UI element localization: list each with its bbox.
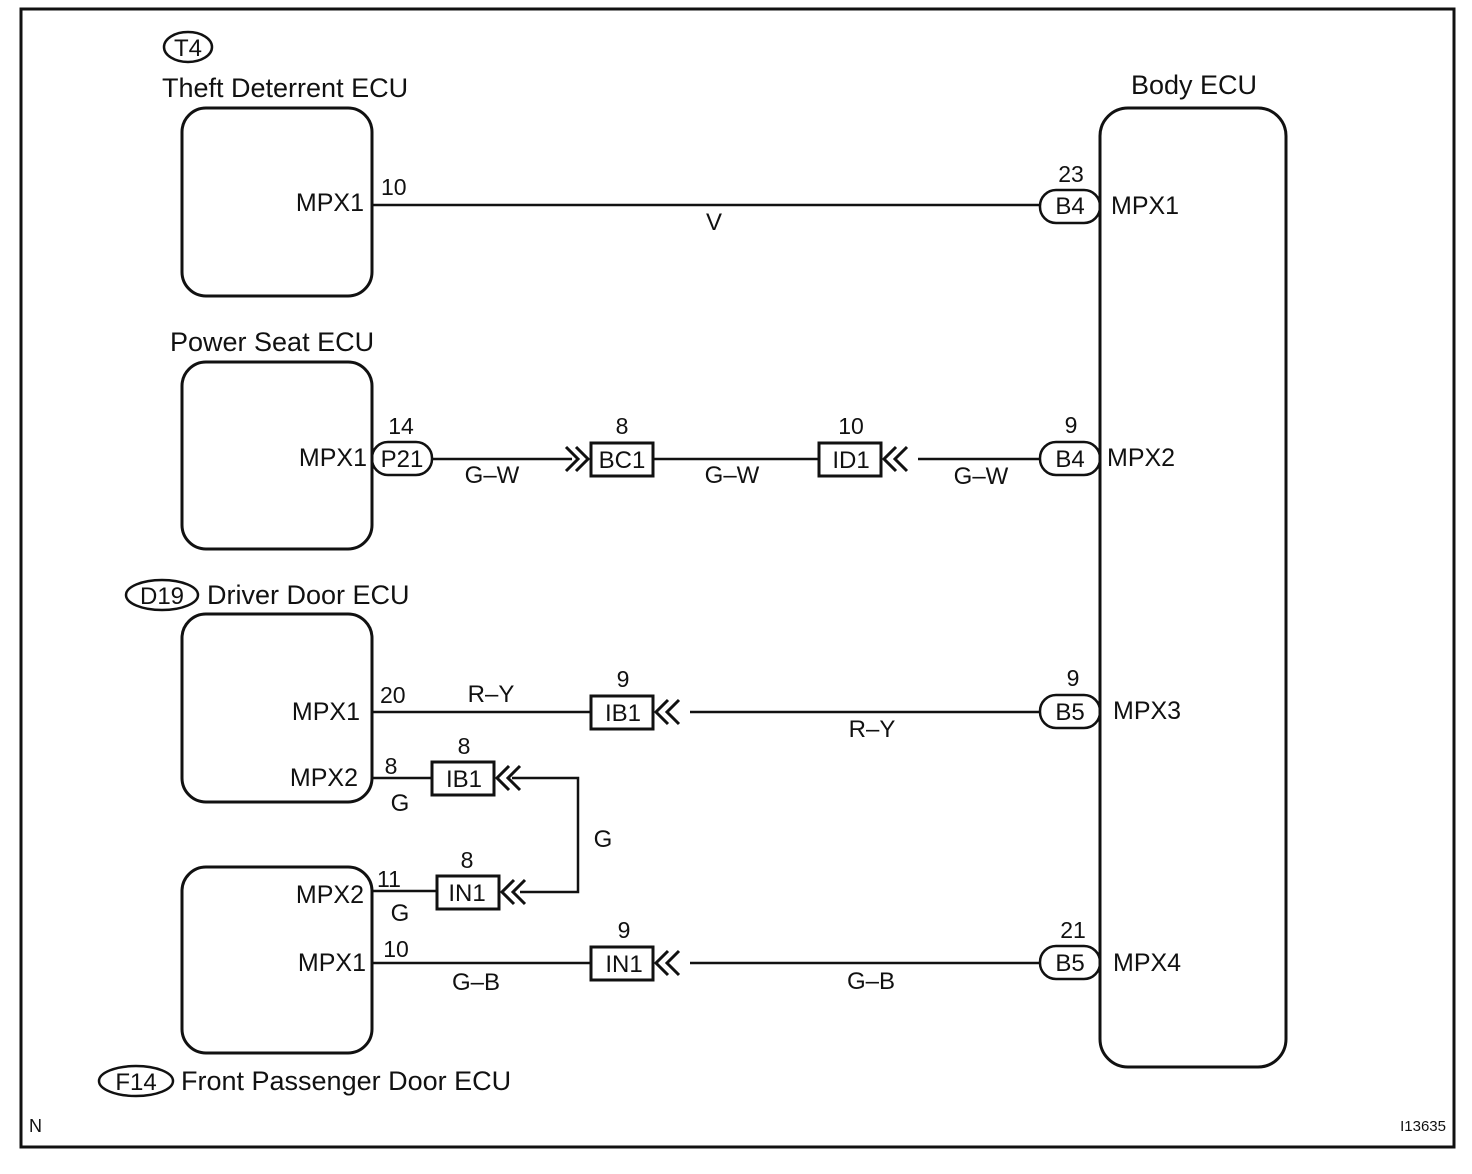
body-ecu-box (1098, 106, 1288, 1069)
figure-id: I13635 (1400, 1118, 1446, 1135)
front-passenger-door-ecu-box (180, 865, 374, 1055)
wire-ry-1-label: R–Y (468, 681, 515, 708)
junction-id1-box (817, 441, 883, 478)
junction-id1-num: 10 (838, 413, 864, 439)
connector-p21-label: P21 (381, 446, 424, 473)
junction-in1-b-box (589, 945, 655, 982)
wire-gb-1-label: G–B (452, 969, 500, 996)
passenger-pin1-num: 10 (383, 936, 409, 962)
theft-pin-mpx1: MPX1 (296, 189, 364, 217)
chevron-ib1-a-icon (653, 698, 681, 726)
wire-g-link-label: G (594, 826, 613, 853)
connector-b4-mpx2 (1038, 440, 1102, 477)
body-pin2-num: 9 (1065, 412, 1078, 438)
junction-in1-a-label: IN1 (448, 880, 485, 907)
body-pin1-num: 23 (1058, 161, 1084, 187)
body-connector-2-label: B4 (1055, 446, 1084, 473)
wire-gw-3-label: G–W (954, 463, 1009, 490)
driver-pin-mpx2: MPX2 (290, 764, 358, 792)
theft-pin-num: 10 (381, 174, 407, 200)
body-connector-3-label: B5 (1055, 699, 1084, 726)
junction-in1-a-box (435, 874, 501, 911)
wire-gb-2-label: G–B (847, 968, 895, 995)
junction-ib1-a-box (589, 694, 655, 731)
body-pin-mpx2: MPX2 (1107, 444, 1175, 472)
theft-deterrent-ecu-box (180, 106, 374, 298)
front-passenger-door-ecu-title: Front Passenger Door ECU (181, 1066, 511, 1096)
power-seat-ecu-title: Power Seat ECU (170, 327, 374, 357)
connector-b5-mpx4 (1038, 944, 1102, 981)
junction-in1-b-num: 9 (618, 917, 631, 943)
power-seat-pin-num: 14 (388, 413, 414, 439)
wire-g-link (512, 776, 580, 894)
junction-ib1-b-num: 8 (458, 733, 471, 759)
connector-code-f14-badge (97, 1064, 175, 1098)
junction-in1-b-label: IN1 (605, 951, 642, 978)
code-f14: F14 (115, 1069, 156, 1096)
body-pin4-num: 21 (1060, 917, 1086, 943)
passenger-pin2-num: 11 (377, 866, 401, 892)
code-d19: D19 (140, 583, 184, 610)
connector-code-t4-badge (162, 30, 214, 64)
junction-id1-label: ID1 (832, 447, 869, 474)
connector-code-d19-badge (124, 578, 200, 612)
wire-g-driver-label: G (391, 790, 410, 817)
junction-ib1-b-label: IB1 (446, 766, 482, 793)
theft-deterrent-ecu-title: Theft Deterrent ECU (162, 73, 408, 103)
connector-b4-mpx1 (1038, 188, 1102, 225)
driver-pin1-num: 20 (380, 682, 406, 708)
body-ecu-title: Body ECU (1131, 70, 1257, 100)
wire-ry-2-label: R–Y (849, 716, 896, 743)
passenger-pin-mpx2: MPX2 (296, 881, 364, 909)
junction-bc1-box (589, 441, 655, 478)
body-pin-mpx3: MPX3 (1113, 697, 1181, 725)
wire-g-passenger-label: G (391, 900, 410, 927)
driver-door-ecu-box (180, 612, 374, 804)
corner-letter: N (29, 1116, 42, 1136)
body-pin-mpx1: MPX1 (1111, 192, 1179, 220)
connector-b5-mpx3 (1038, 693, 1102, 730)
junction-bc1-label: BC1 (599, 447, 646, 474)
junction-ib1-a-label: IB1 (605, 700, 641, 727)
junction-in1-a-num: 8 (461, 847, 474, 873)
wire-gw-1-label: G–W (465, 462, 520, 489)
chevron-in1-b-icon (653, 949, 681, 977)
body-connector-1-label: B4 (1055, 193, 1084, 220)
code-t4: T4 (174, 35, 202, 62)
driver-pin-mpx1: MPX1 (292, 698, 360, 726)
connector-p21 (370, 440, 434, 477)
chevron-id1-icon (881, 445, 909, 473)
body-connector-4-label: B5 (1055, 950, 1084, 977)
junction-ib1-b-box (430, 760, 496, 797)
junction-bc1-num: 8 (616, 413, 629, 439)
chevron-in1-a-icon (499, 878, 527, 906)
chevron-ib1-b-icon (494, 764, 522, 792)
wire-gw-2-label: G–W (705, 462, 760, 489)
junction-ib1-a-num: 9 (617, 666, 630, 692)
passenger-pin-mpx1: MPX1 (298, 949, 366, 977)
chevron-bc1-icon (564, 445, 591, 473)
driver-pin2-num: 8 (385, 753, 398, 779)
body-pin-mpx4: MPX4 (1113, 949, 1181, 977)
driver-door-ecu-title: Driver Door ECU (207, 580, 410, 610)
body-pin3-num: 9 (1067, 665, 1080, 691)
power-seat-pin-mpx1: MPX1 (299, 444, 367, 472)
wire-v-label: V (706, 209, 722, 236)
diagram-frame (19, 7, 1456, 1149)
